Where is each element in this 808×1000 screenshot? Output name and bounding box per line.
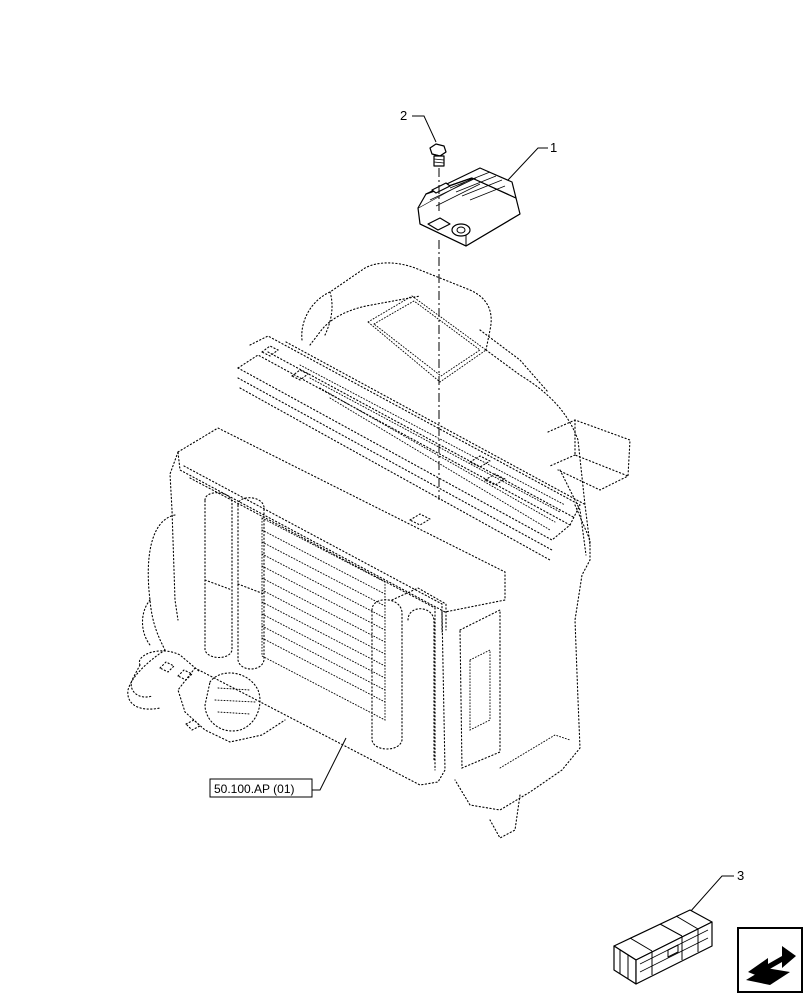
callout-1: 1 [507, 140, 557, 181]
svg-text:3: 3 [737, 868, 744, 883]
callout-3: 3 [689, 868, 744, 913]
screw-part [429, 143, 447, 167]
hvac-housing-phantom [127, 262, 631, 839]
parts-kit-crate-icon [613, 909, 713, 985]
reference-label: 50.100.AP (01) [214, 782, 295, 796]
svg-text:2: 2 [400, 108, 407, 123]
next-page-arrow-icon[interactable] [737, 927, 803, 993]
reference-link[interactable]: 50.100.AP (01) [209, 737, 347, 798]
svg-text:1: 1 [550, 140, 557, 155]
control-module-part [417, 167, 521, 247]
callout-2: 2 [400, 108, 437, 143]
heater-core-fins [261, 529, 386, 703]
reference-box [209, 778, 313, 798]
